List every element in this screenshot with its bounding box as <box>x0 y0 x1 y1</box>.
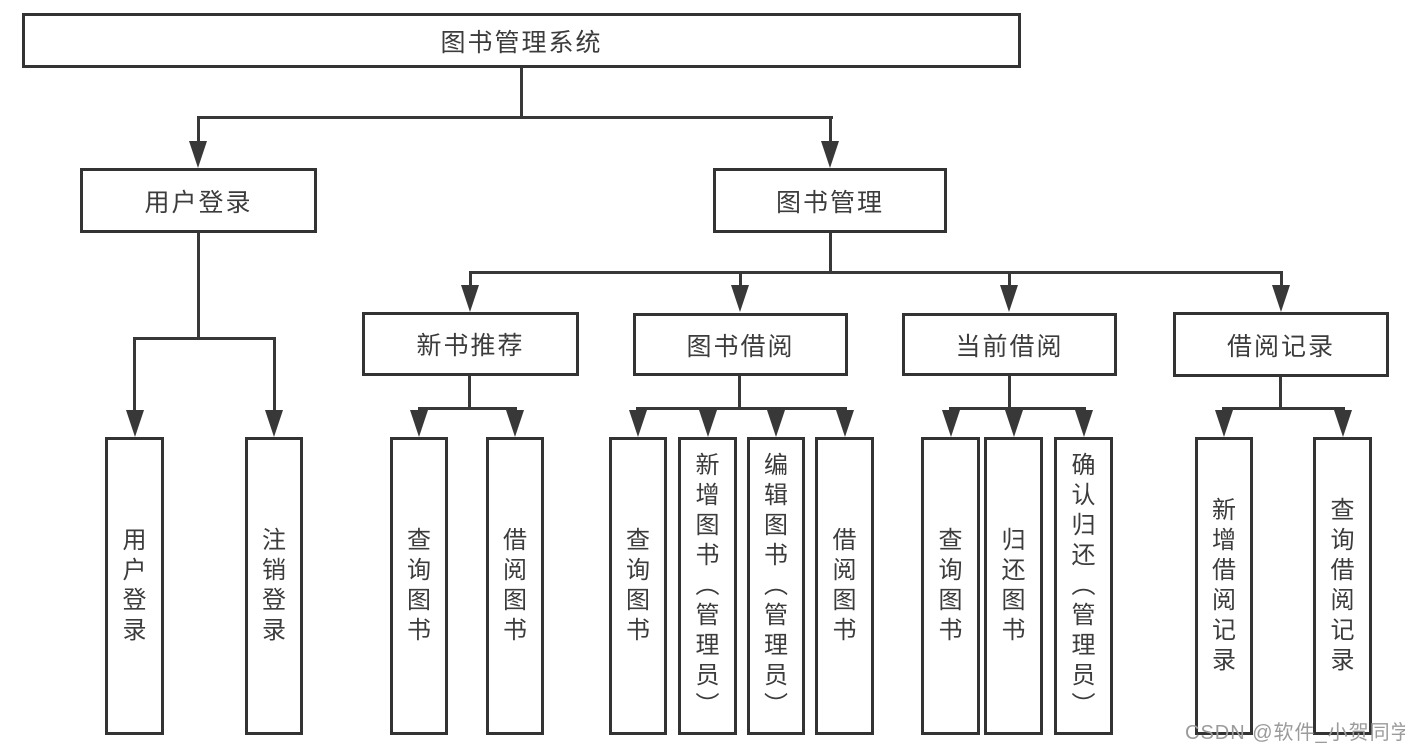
connector-bar <box>949 407 1086 410</box>
arrowhead <box>1334 410 1352 437</box>
node-recommend-query-books: 查询图书 <box>390 437 448 735</box>
connector-arm <box>197 119 200 143</box>
node-current-return-books: 归还图书 <box>984 437 1043 735</box>
connector-book-mgmt-stem <box>829 233 832 274</box>
arrowhead <box>699 410 717 437</box>
arrowhead <box>189 141 207 168</box>
node-user-login-group: 用户登录 <box>80 168 317 233</box>
arrowhead <box>629 410 647 437</box>
connector-arm <box>739 274 742 287</box>
arrowhead <box>126 410 144 437</box>
node-logout: 注销登录 <box>245 437 303 735</box>
arrowhead <box>1000 285 1018 312</box>
arrowhead <box>506 410 524 437</box>
node-book-borrow: 图书借阅 <box>633 313 848 376</box>
node-records-add-record: 新增借阅记录 <box>1195 437 1253 735</box>
arrowhead <box>1272 285 1290 312</box>
node-borrow-query-books: 查询图书 <box>609 437 667 735</box>
connector-stem <box>468 376 471 410</box>
connector-level1-bar <box>197 116 833 119</box>
node-user-login: 用户登录 <box>105 437 164 735</box>
node-records-query-record: 查询借阅记录 <box>1313 437 1372 735</box>
arrowhead <box>410 410 428 437</box>
node-recommend-borrow-books: 借阅图书 <box>486 437 544 735</box>
connector-stem <box>1279 377 1282 410</box>
connector-bar <box>1222 407 1345 410</box>
arrowhead <box>731 285 749 312</box>
connector-arm <box>829 119 832 143</box>
csdn-watermark: CSDN @软件_小贺同学 <box>1185 722 1405 744</box>
arrowhead <box>265 410 283 437</box>
connector-root-stem <box>520 68 523 118</box>
arrowhead <box>1005 410 1023 437</box>
arrowhead <box>821 141 839 168</box>
connector-arm <box>1280 274 1283 287</box>
node-borrow-records: 借阅记录 <box>1173 312 1389 377</box>
arrowhead <box>1215 410 1233 437</box>
arrowhead <box>942 410 960 437</box>
connector-arm <box>133 340 136 412</box>
connector-arm <box>273 340 276 412</box>
arrowhead <box>836 410 854 437</box>
connector-level2-bar <box>469 271 1283 274</box>
connector-user-login-stem <box>197 233 200 340</box>
node-borrow-borrow-books: 借阅图书 <box>815 437 874 735</box>
connector-stem <box>738 376 741 410</box>
node-library-management-system: 图书管理系统 <box>22 13 1021 68</box>
node-current-query-books: 查询图书 <box>921 437 980 735</box>
connector-bar <box>636 407 847 410</box>
connector-stem <box>1008 376 1011 410</box>
node-current-confirm-return-admin: 确认归还︵管理员︶ <box>1054 437 1113 735</box>
connector-arm <box>469 274 472 287</box>
node-new-book-recommend: 新书推荐 <box>362 312 579 376</box>
node-current-borrow: 当前借阅 <box>902 313 1117 376</box>
connector-arm <box>1008 274 1011 287</box>
node-borrow-add-books-admin: 新增图书︵管理员︶ <box>678 437 737 735</box>
node-book-management-group: 图书管理 <box>713 168 947 233</box>
connector-user-login-bar <box>133 337 276 340</box>
arrowhead <box>767 410 785 437</box>
arrowhead <box>461 285 479 312</box>
connector-bar <box>418 407 517 410</box>
node-borrow-edit-books-admin: 编辑图书︵管理员︶ <box>747 437 805 735</box>
arrowhead <box>1075 410 1093 437</box>
